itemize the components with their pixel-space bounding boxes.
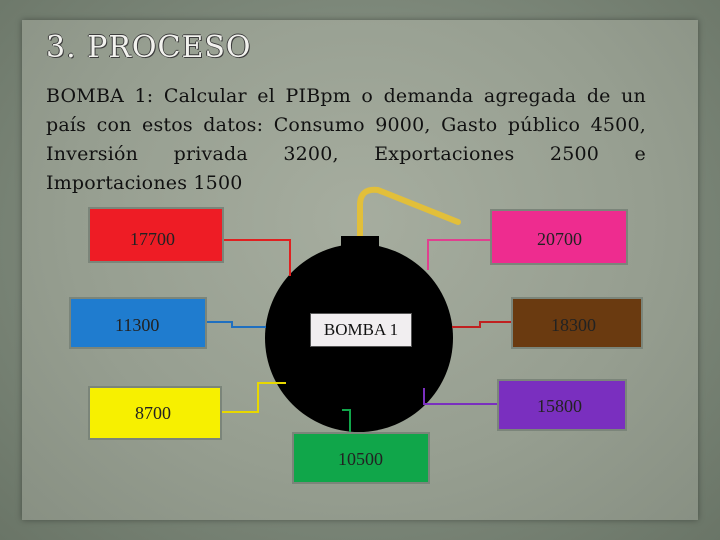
wire-20700 [427,239,490,270]
wire-17700 [222,239,291,276]
option-10500-label: 10500 [338,449,383,469]
option-8700-box[interactable]: 8700 [88,386,222,440]
option-10500-box[interactable]: 10500 [292,432,430,484]
option-15800-label: 15800 [537,396,582,416]
slide-title: 3. PROCESO [46,30,252,65]
option-20700-label: 20700 [537,229,582,249]
option-17700-box[interactable]: 17700 [88,207,224,263]
option-20700-box[interactable]: 20700 [490,209,628,265]
wire-15800 [423,388,498,405]
question-text: BOMBA 1: Calcular el PIBpm o demanda agr… [46,85,646,194]
option-11300-label: 11300 [115,315,160,335]
option-17700-label: 17700 [130,229,175,249]
option-8700-label: 8700 [135,403,171,423]
wire-10500 [342,409,351,432]
bomb-label: BOMBA 1 [310,313,412,347]
wire-11300 [206,321,266,328]
wire-18300 [452,321,512,328]
fuse [357,186,461,241]
option-18300-box[interactable]: 18300 [511,297,643,349]
option-18300-label: 18300 [551,315,596,335]
wire-8700 [222,382,286,413]
option-15800-box[interactable]: 15800 [497,379,627,431]
option-11300-box[interactable]: 11300 [69,297,207,349]
